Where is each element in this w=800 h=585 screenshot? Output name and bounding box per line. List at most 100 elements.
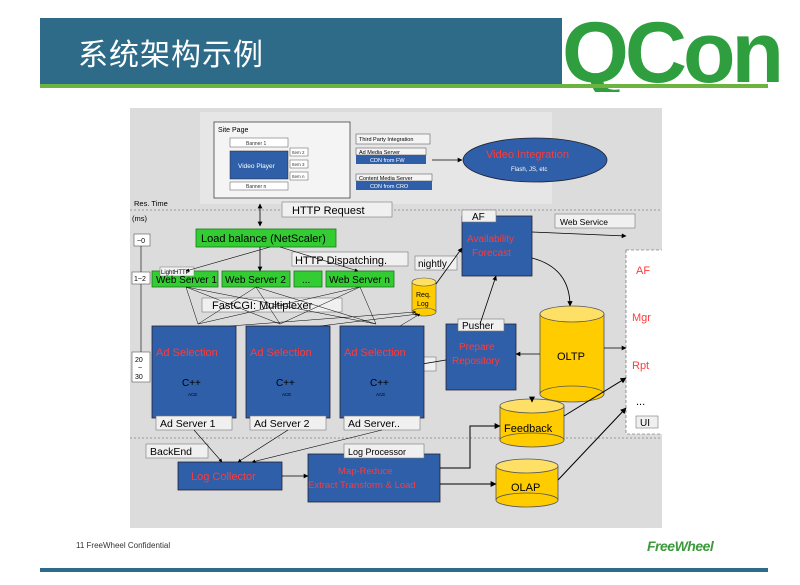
banner-n <box>229 181 289 191</box>
load-balance-label: Load balance (NetScaler) <box>201 233 326 245</box>
res-time-label: Res. Time <box>134 199 168 208</box>
res-time-unit: (ms) <box>132 214 147 223</box>
ad-server-2-lang: C++ <box>276 378 295 389</box>
arrow-lb-to-web1 <box>185 246 271 272</box>
res-time-2a: 20 <box>135 357 143 364</box>
qcon-logo: QCon <box>562 5 784 92</box>
web-service-box <box>554 213 636 229</box>
web-service-label: Web Service <box>560 217 608 227</box>
ad-server-1-lang: C++ <box>182 378 201 389</box>
log-processor-line2: Extract Transform & Load <box>308 480 416 491</box>
content-media-sub: CDN from CRO <box>370 184 409 190</box>
item-n-box <box>289 171 309 181</box>
ad-media-sub: CDN from FW <box>370 158 405 164</box>
af-tag-box <box>461 209 497 223</box>
ad-server-2 <box>245 325 331 419</box>
footer-rule <box>40 568 768 572</box>
header-bar <box>40 18 562 84</box>
arrows-to-log-collector <box>193 429 383 463</box>
third-party-box <box>355 133 431 145</box>
item-3-label: Item 3 <box>292 162 305 167</box>
http-request-box <box>281 201 393 218</box>
af-line2: Forecast <box>472 248 511 259</box>
ui-item-rpt: Rpt <box>632 360 649 372</box>
log-collector-label: Log Collector <box>191 471 256 483</box>
log-processor-tag-box <box>343 443 425 459</box>
banner-1 <box>229 137 289 148</box>
nightly-label: nightly <box>418 259 447 270</box>
ad-server-1 <box>151 325 237 419</box>
oltp-cylinder <box>539 313 605 395</box>
pusher-line2: Repository <box>452 356 500 367</box>
backend-label: BackEnd <box>150 446 192 458</box>
req-log-line1: Req. <box>416 292 431 299</box>
log-processor-box <box>307 453 441 503</box>
ui-item-mgr: Mgr <box>632 312 651 324</box>
arrow-reqlog-to-af <box>435 247 463 285</box>
req-log-line2: Log <box>417 301 429 308</box>
log-collector-box <box>177 461 283 491</box>
ad-media-box <box>356 155 426 164</box>
banner-n-label: Banner n <box>246 184 267 190</box>
ad-server-1-name-box <box>155 415 233 431</box>
fastcgi-arrows <box>185 286 377 325</box>
video-integration-sub: Flash, JS, etc <box>511 167 547 173</box>
site-page-label: Site Page <box>218 127 248 134</box>
ad-server-2-title: Ad Selection <box>250 347 312 359</box>
res-time-2c: 30 <box>135 374 143 381</box>
olap-bottom <box>495 492 559 508</box>
arrow-pusher-to-af <box>479 275 497 325</box>
lighthttp-box <box>159 266 195 277</box>
ui-tag: UI <box>640 418 650 429</box>
ad-server-2-name: Ad Server 2 <box>254 418 310 430</box>
arrows-adserver-to-reqlog <box>229 310 421 327</box>
slide-title: 系统架构示例 <box>78 38 264 73</box>
log-processor-line1: Map-Reduce <box>338 466 392 477</box>
http-dispatching-box <box>291 251 409 267</box>
res-time-2b: ~ <box>138 365 142 372</box>
ad-server-n-lang: C++ <box>370 378 389 389</box>
ad-server-1-sub: ACE <box>188 392 197 397</box>
res-time-0: ~0 <box>137 238 145 245</box>
olap-label: OLAP <box>511 482 540 494</box>
arrow-af-to-ui <box>531 231 627 239</box>
http-dispatching-label: HTTP Dispatching. <box>295 255 387 267</box>
web-server-1-label: Web Server 1 <box>156 275 217 286</box>
backend-arrows <box>440 377 627 487</box>
olap-top <box>495 458 559 474</box>
web-server-ellipsis: ... <box>302 275 310 286</box>
banner-1-label: Banner 1 <box>246 141 267 147</box>
video-player-label: Video Player <box>238 163 276 170</box>
ad-server-n-title: Ad Selection <box>344 347 406 359</box>
web-server-2-label: Web Server 2 <box>225 275 286 286</box>
arrow-af-to-oltp <box>531 257 573 307</box>
freewheel-logo: FreeWheel <box>647 538 714 554</box>
res-time-0-box <box>133 233 151 247</box>
feedback-label: Feedback <box>504 423 553 435</box>
header-rule <box>40 84 768 88</box>
backend-box <box>145 443 209 459</box>
ad-media-title: Ad Media Server <box>359 150 400 156</box>
ad-server-n-name: Ad Server.. <box>348 418 400 430</box>
ui-tag-box <box>635 415 659 429</box>
log-processor-tag: Log Processor <box>348 447 406 457</box>
pusher-tag: Pusher <box>462 321 494 332</box>
ad-server-n-sub: ACE <box>376 392 385 397</box>
af-box <box>461 215 533 277</box>
oltp-bottom <box>539 385 605 403</box>
ui-item-ellipsis: ... <box>636 396 645 408</box>
af-tag: AF <box>472 212 485 223</box>
ad-server-n <box>339 325 425 419</box>
footer-text: 11 FreeWheel Confidential <box>76 541 171 550</box>
af-line1: Availability <box>467 234 514 245</box>
item-2-label: Item 2 <box>292 150 305 155</box>
http-request-label: HTTP Request <box>292 205 365 217</box>
pusher-box <box>445 323 517 391</box>
req-log-cylinder <box>411 281 437 313</box>
oltp-label: OLTP <box>557 351 585 363</box>
web-server-n-label: Web Server n <box>329 275 390 286</box>
architecture-diagram: Site Page Banner 1 Video Player Item 2 I… <box>130 108 662 528</box>
lighthttp-label: LightHTTP <box>161 270 190 276</box>
load-balance-box <box>195 228 337 248</box>
ui-item-af: AF <box>636 265 650 277</box>
